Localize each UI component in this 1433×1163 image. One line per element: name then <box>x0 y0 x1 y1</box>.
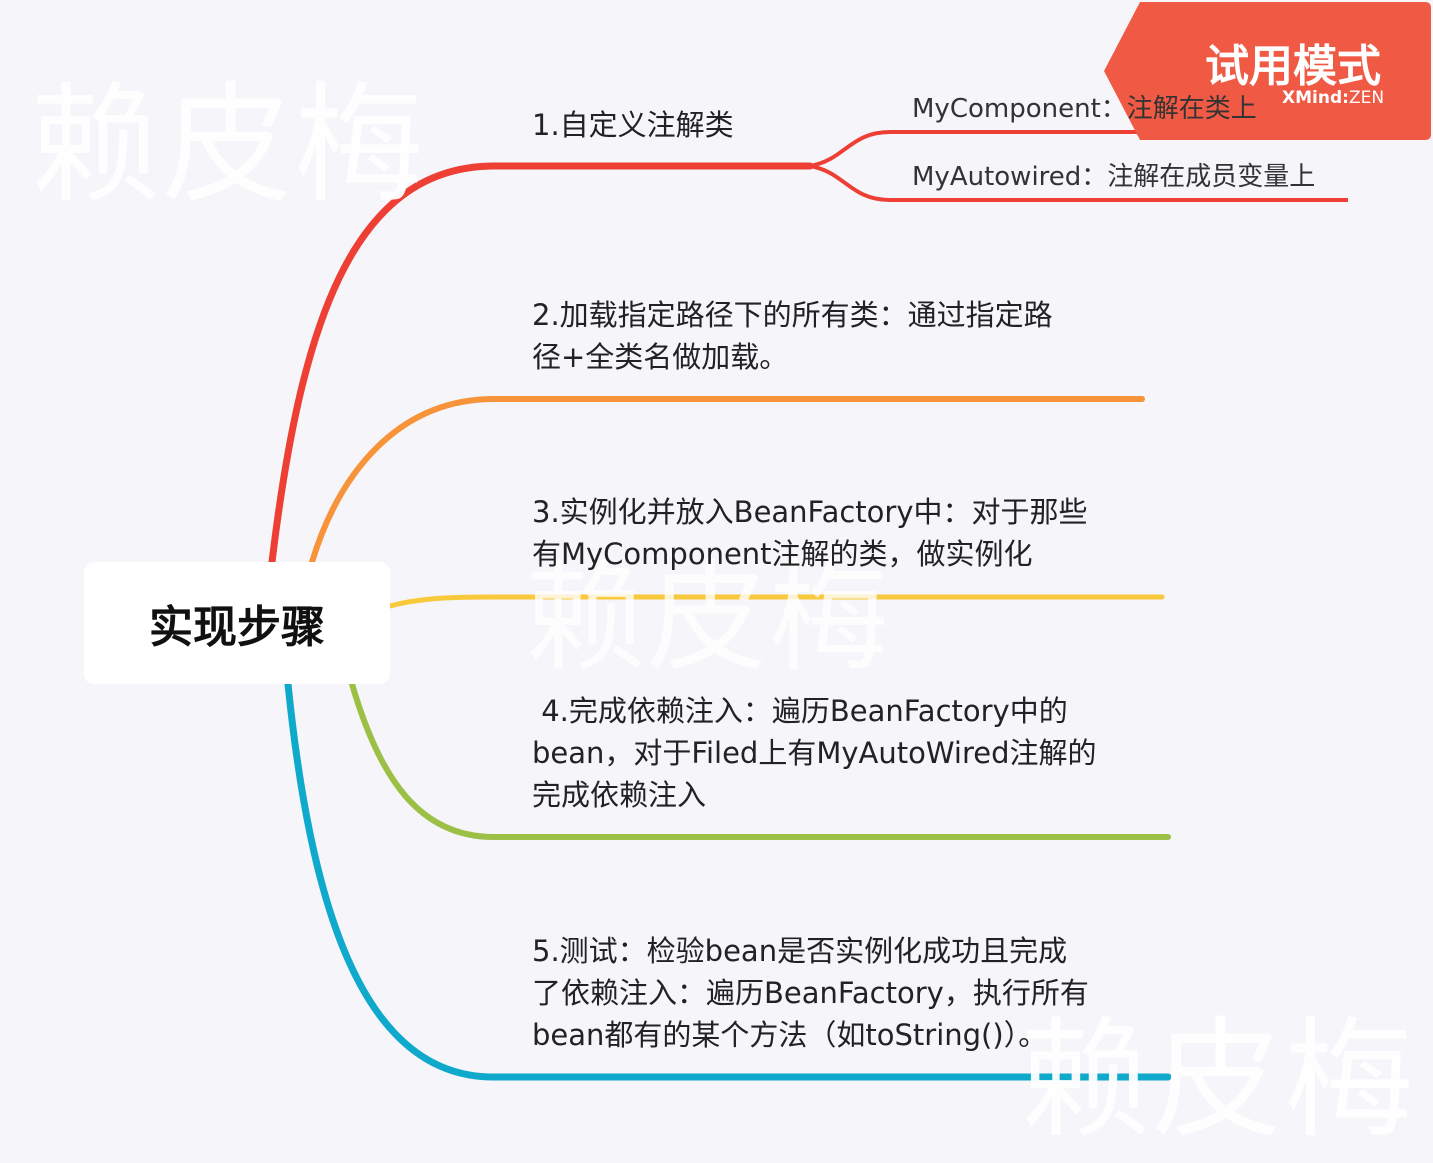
trial-badge-title: 试用模式 <box>1205 41 1381 92</box>
trial-badge-shape <box>1104 2 1431 140</box>
subtopic-mycomponent[interactable]: MyComponent：注解在类上 <box>912 94 1257 124</box>
branch-connector-1 <box>268 162 814 566</box>
brand-separator: : <box>1342 88 1349 108</box>
topic-4[interactable]: 4.完成依赖注入：遍历BeanFactory中的 bean，对于Filed上有M… <box>532 694 1097 812</box>
trial-badge-brand: XMind:ZEN <box>1282 88 1384 108</box>
branch-connector-3 <box>387 594 1165 609</box>
topic-5[interactable]: 5.测试：检验bean是否实例化成功且完成 了依赖注入：遍历BeanFactor… <box>532 934 1089 1052</box>
branch-connector-4 <box>349 681 1171 840</box>
root-topic[interactable]: 实现步骤 <box>84 562 390 684</box>
topic-3[interactable]: 3.实例化并放入BeanFactory中：对于那些 有MyComponent注解… <box>532 495 1088 571</box>
child-connector-2 <box>809 164 1348 202</box>
brand-name: XMind <box>1282 88 1343 108</box>
branch-connector-5 <box>284 680 1172 1081</box>
topic-1[interactable]: 1.自定义注解类 <box>532 108 734 142</box>
child-connector-1 <box>809 130 1278 168</box>
branch-connector-2 <box>309 396 1145 565</box>
brand-suffix: ZEN <box>1348 88 1385 108</box>
topic-2[interactable]: 2.加载指定路径下的所有类：通过指定路 径+全类名做加载。 <box>532 298 1053 374</box>
subtopic-myautowired[interactable]: MyAutowired：注解在成员变量上 <box>912 162 1316 192</box>
